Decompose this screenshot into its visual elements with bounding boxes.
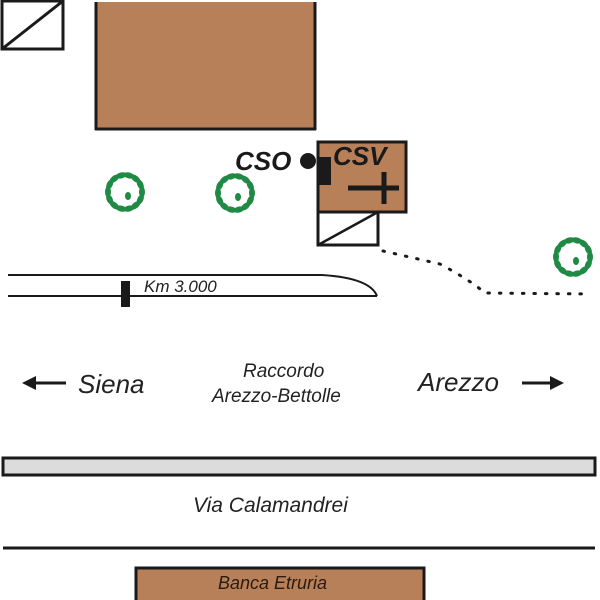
- building-large: [94, 2, 317, 131]
- km-marker: [121, 281, 130, 307]
- arezzo-label: Arezzo: [418, 367, 499, 397]
- tree-icon: [215, 173, 255, 213]
- km-label: Km 3.000: [144, 277, 217, 296]
- hatched-box-csv: [316, 210, 380, 247]
- tree-icon: [553, 237, 593, 277]
- csv-door-marker: [318, 157, 331, 185]
- csv-label: CSV: [333, 141, 387, 171]
- hatched-box-top-left: [0, 0, 65, 51]
- csv-building: [316, 140, 408, 214]
- tree-icon: [105, 172, 145, 212]
- siena-label: Siena: [78, 369, 145, 399]
- cso-dot-icon: [300, 153, 316, 169]
- arrow-left-icon: [22, 376, 66, 390]
- banca-etruria-building: [134, 566, 426, 600]
- banca-etruria-label: Banca Etruria: [218, 573, 328, 593]
- via-calamandrei-label: Via Calamandrei: [193, 494, 348, 517]
- raccordo-lane: [8, 274, 378, 307]
- raccordo-label-line1: Raccordo: [243, 361, 325, 382]
- road-edge-top: [1, 456, 597, 477]
- dotted-path: [381, 249, 592, 296]
- cso-label: CSO: [235, 146, 292, 176]
- arrow-right-icon: [522, 376, 564, 390]
- raccordo-label-line2: Arezzo-Bettolle: [212, 386, 341, 407]
